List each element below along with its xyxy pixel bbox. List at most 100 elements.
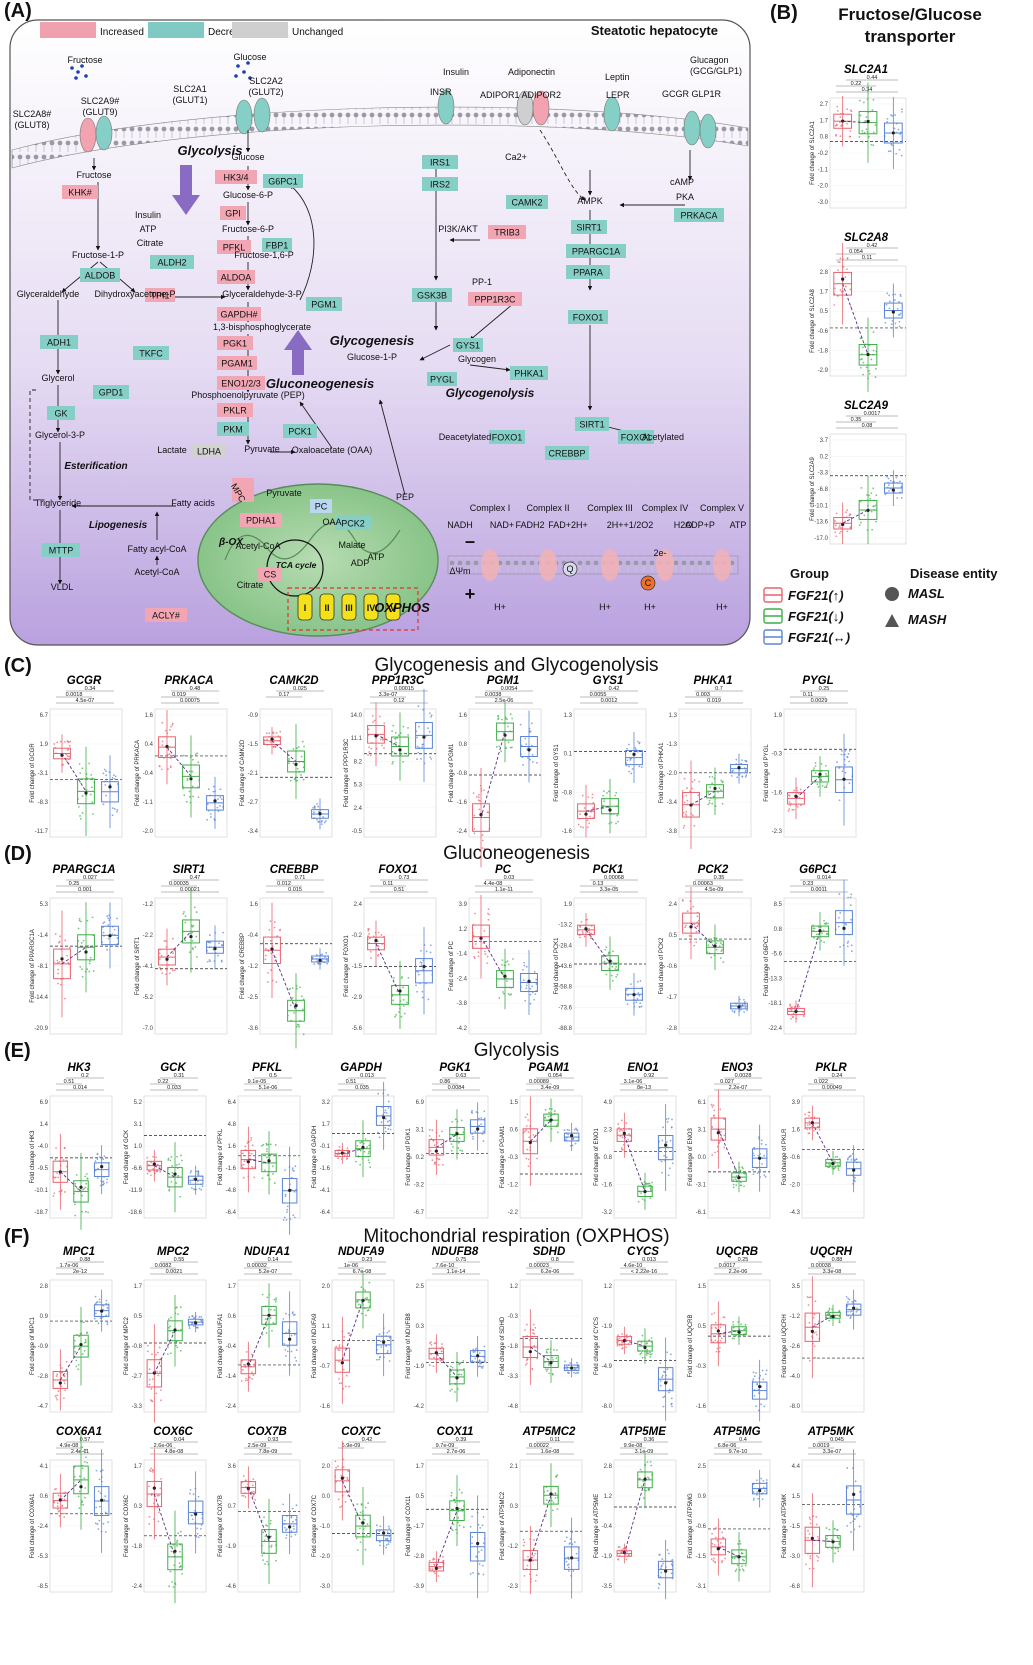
data-point xyxy=(850,527,852,530)
data-point xyxy=(244,1379,247,1382)
data-point xyxy=(864,343,867,345)
data-point xyxy=(368,942,371,944)
data-point xyxy=(520,753,523,755)
gene-label-gpi: GPI xyxy=(225,209,241,219)
data-point xyxy=(563,1366,566,1369)
data-point xyxy=(111,777,114,779)
y-tick-label: 1.2 xyxy=(604,1284,613,1290)
y-tick-label: 0.7 xyxy=(228,1504,237,1510)
data-point xyxy=(450,1528,453,1530)
metabolite-41: PKA xyxy=(676,192,694,202)
data-point xyxy=(875,520,877,523)
data-point xyxy=(217,810,220,813)
data-point xyxy=(191,795,194,798)
data-point xyxy=(471,1133,473,1135)
y-tick-label: -1.8 xyxy=(508,1344,519,1350)
data-point xyxy=(116,945,119,948)
data-point xyxy=(762,1378,765,1381)
data-point xyxy=(643,1356,646,1359)
pval-label: 9.7e-09 xyxy=(436,1443,455,1449)
gene-label-pgam1: PGAM1 xyxy=(221,359,253,369)
y-tick-label: 1.9 xyxy=(40,742,49,748)
data-point xyxy=(716,1347,719,1350)
data-point xyxy=(808,1120,811,1123)
data-point xyxy=(871,528,874,531)
gene-box-gpi xyxy=(220,206,246,220)
pval-label: 0.014 xyxy=(817,875,831,881)
data-point xyxy=(645,1489,647,1492)
data-point xyxy=(113,933,116,936)
data-point xyxy=(483,929,486,932)
boxplot-svg: COX6A10.574.9e-082.4e-114.10.6-2.4-5.3-8… xyxy=(30,1426,113,1593)
gene-box-pygl xyxy=(427,372,457,386)
data-point xyxy=(107,924,110,926)
data-point xyxy=(627,1343,630,1345)
y-tick-label: 0.3 xyxy=(134,1504,143,1510)
trend-line xyxy=(341,1480,364,1527)
data-point xyxy=(505,717,507,720)
data-point xyxy=(275,731,278,734)
data-point xyxy=(165,969,168,971)
y-tick-label: 1.9 xyxy=(773,713,782,719)
data-point xyxy=(269,920,271,923)
data-point xyxy=(874,124,877,126)
gene-box-crebbp xyxy=(545,446,589,460)
data-point xyxy=(670,1397,673,1400)
data-point xyxy=(690,935,693,937)
data-point xyxy=(180,1154,182,1157)
data-point xyxy=(808,1359,811,1362)
data-point xyxy=(294,1533,297,1536)
data-point xyxy=(824,923,827,925)
receptor-insulin: Insulin xyxy=(443,67,469,77)
data-point xyxy=(106,1181,108,1184)
data-point xyxy=(370,747,373,750)
data-point xyxy=(643,1181,646,1183)
data-point xyxy=(482,1130,485,1133)
data-point xyxy=(368,933,371,935)
data-point xyxy=(482,1542,485,1545)
pval-label: 1e-06 xyxy=(344,1263,358,1269)
data-point xyxy=(806,1124,809,1127)
pval-label: 0.8 xyxy=(551,1257,559,1263)
pval-label: 0.00035 xyxy=(169,881,189,887)
data-point xyxy=(337,1349,339,1351)
data-point xyxy=(612,813,615,815)
data-point xyxy=(269,1308,272,1311)
pval-label: 0.0018 xyxy=(66,692,83,698)
data-point xyxy=(628,1553,631,1555)
data-point xyxy=(378,931,380,934)
data-point xyxy=(116,943,119,945)
data-point xyxy=(813,1345,816,1348)
data-point xyxy=(529,987,532,990)
data-point xyxy=(285,1534,288,1537)
data-point xyxy=(102,1158,105,1161)
data-point xyxy=(382,739,385,741)
y-tick-label: 0.8 xyxy=(604,1155,613,1161)
mean-point xyxy=(108,785,112,789)
data-point xyxy=(895,122,898,125)
data-point xyxy=(301,740,304,743)
data-point xyxy=(859,366,862,369)
mean-point xyxy=(476,1127,480,1131)
data-point xyxy=(864,120,867,122)
data-point xyxy=(824,772,827,775)
pval-label: 0.39 xyxy=(456,1437,467,1443)
data-point xyxy=(56,1398,59,1401)
data-point xyxy=(693,944,695,947)
data-point xyxy=(293,1333,296,1336)
data-point xyxy=(662,1396,665,1399)
data-point xyxy=(67,748,70,751)
data-point xyxy=(657,1582,660,1585)
data-point xyxy=(848,1298,851,1301)
mean-point xyxy=(891,131,895,135)
pval-label: 0.22 xyxy=(158,1079,169,1085)
data-point xyxy=(470,1111,473,1114)
y-tick-label: -18.7 xyxy=(34,1210,48,1216)
data-point xyxy=(372,715,375,717)
data-point xyxy=(416,736,419,739)
y-tick-label: -7.0 xyxy=(142,1026,153,1032)
pval-label: 0.22 xyxy=(851,81,862,87)
gene-box-trib3 xyxy=(488,225,526,239)
data-point xyxy=(646,1182,649,1185)
